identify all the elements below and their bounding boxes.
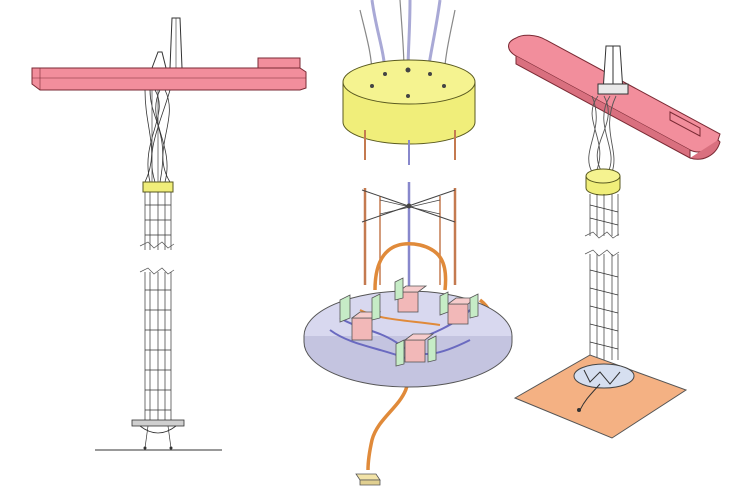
riser-bundle-upper xyxy=(144,89,171,183)
riser-bundle-isometric xyxy=(588,95,617,173)
flare-stack-icon xyxy=(151,17,183,69)
manifold-blocks xyxy=(339,277,479,367)
derrick-icon xyxy=(597,45,629,95)
buoy-guide-posts xyxy=(364,130,456,165)
buoy-cylinder xyxy=(342,59,476,145)
tower-base xyxy=(131,419,185,450)
anchor-icon xyxy=(355,473,381,486)
buoy-band xyxy=(142,181,174,193)
tower-truss-upper xyxy=(139,192,175,250)
panel-isometric-view xyxy=(508,34,721,439)
buoy-isometric xyxy=(585,168,621,196)
tower-truss-upper-iso xyxy=(584,194,620,239)
panel-side-elevation xyxy=(31,17,307,451)
panel-exploded-view xyxy=(303,0,513,486)
tower-truss-lower xyxy=(139,267,175,420)
seabed-plate xyxy=(513,354,688,439)
vessel-hull xyxy=(31,57,307,91)
tower-truss-lower-iso xyxy=(584,249,620,360)
